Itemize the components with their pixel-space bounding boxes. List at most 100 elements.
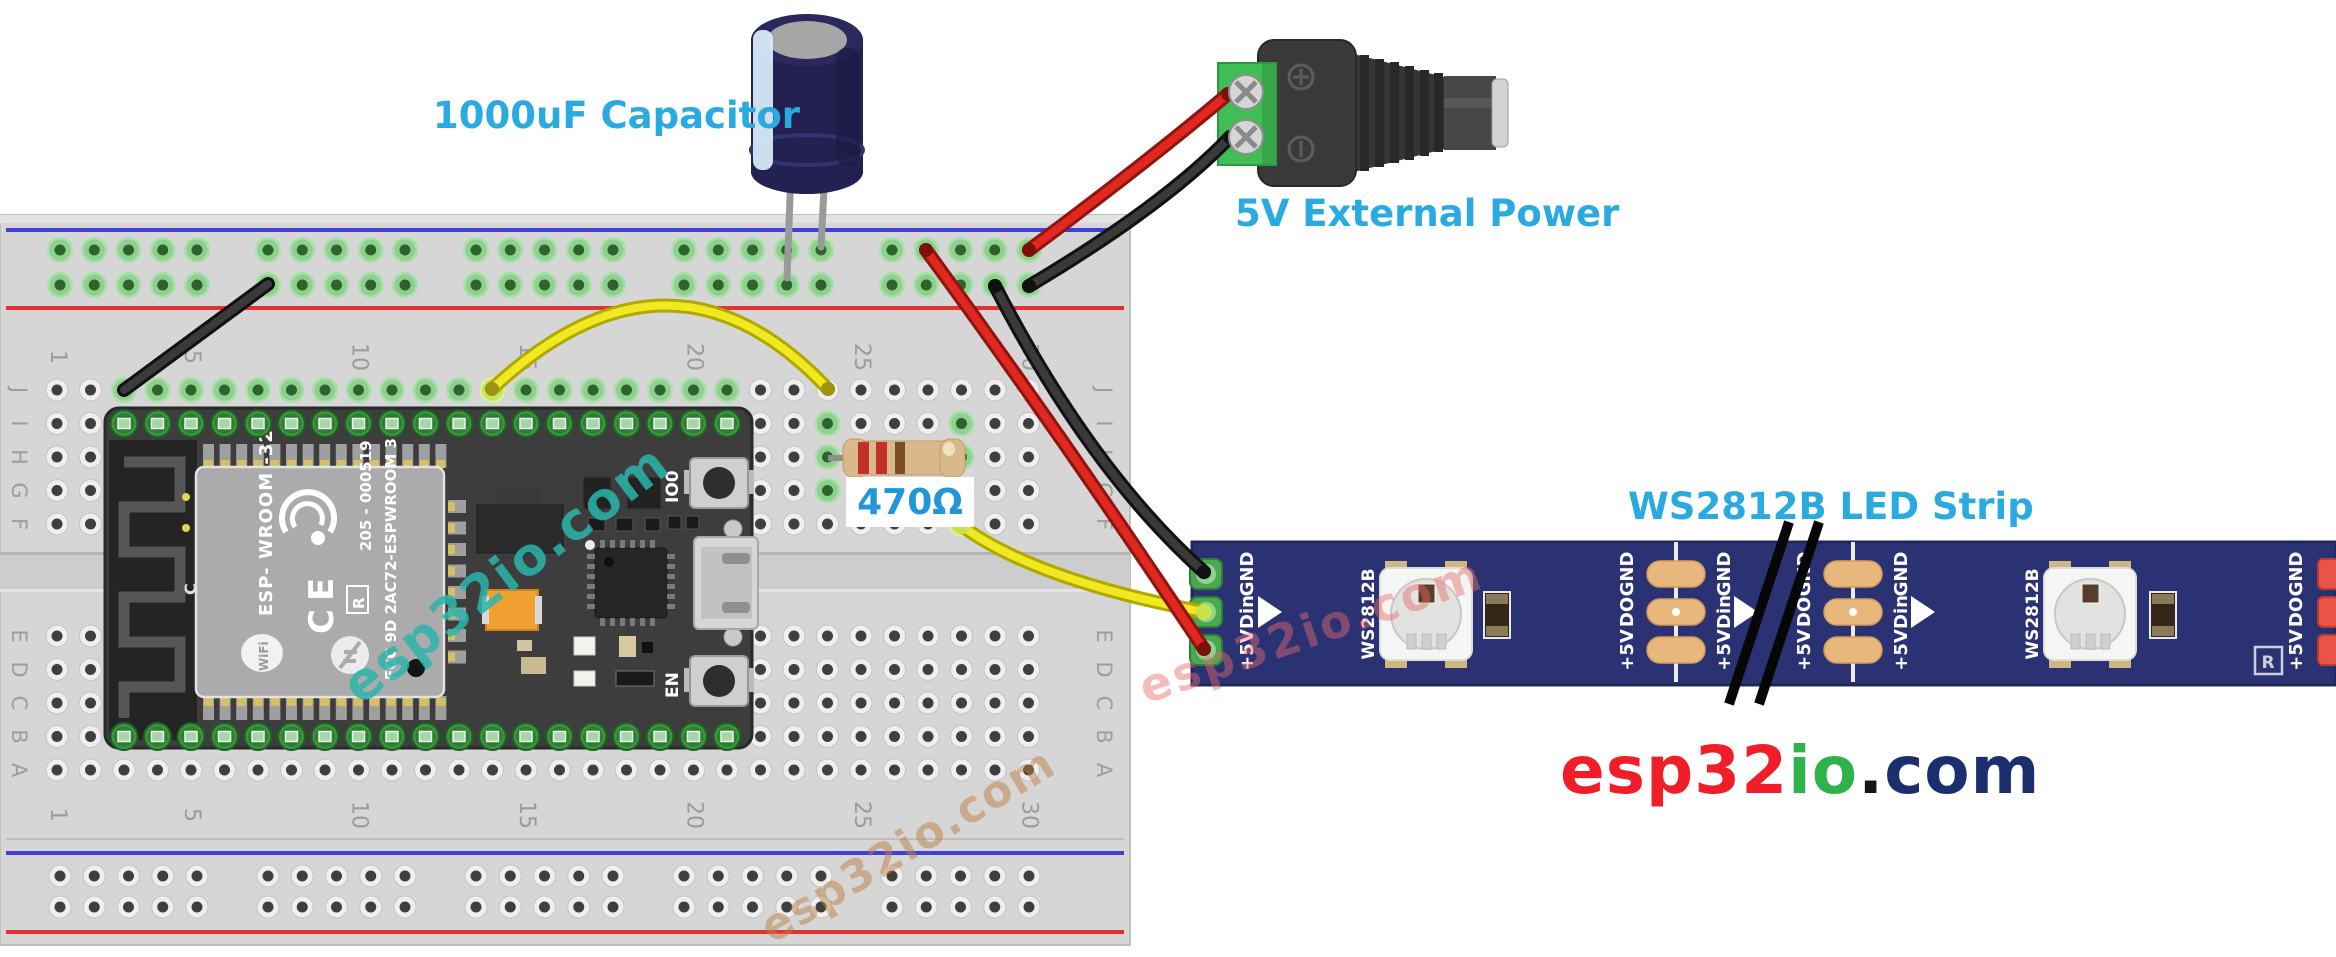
svg-text:J: J bbox=[1092, 385, 1116, 393]
svg-text:WS2812B: WS2812B bbox=[1359, 568, 1379, 659]
terminal-screws bbox=[1228, 74, 1264, 155]
svg-text:GND: GND bbox=[1617, 552, 1638, 597]
svg-text:J: J bbox=[7, 385, 31, 393]
module-solder-pads bbox=[203, 444, 466, 720]
svg-text:GND: GND bbox=[1714, 552, 1735, 597]
svg-text:10: 10 bbox=[347, 343, 372, 371]
wire-jack-red bbox=[1022, 87, 1235, 257]
svg-text:+5V: +5V bbox=[1714, 629, 1735, 671]
wire-data-arc-yellow bbox=[485, 298, 835, 396]
svg-text:+5V: +5V bbox=[2286, 629, 2307, 671]
svg-text:GND: GND bbox=[2286, 552, 2307, 597]
svg-text:A: A bbox=[7, 763, 31, 778]
shield-dot bbox=[407, 659, 425, 677]
resistor-label-box: 470Ω bbox=[846, 477, 974, 527]
svg-text:+5V: +5V bbox=[1617, 629, 1638, 671]
strip-break-marks bbox=[1724, 520, 1824, 706]
logo-io: io bbox=[1788, 732, 1859, 809]
io0-button-label: IO0 bbox=[663, 470, 683, 503]
voltage-regulator bbox=[476, 504, 564, 554]
svg-text:25: 25 bbox=[849, 343, 874, 371]
bottom-rail-blue-line bbox=[6, 851, 1124, 855]
svg-text:1: 1 bbox=[45, 350, 70, 364]
wire-din-yellow bbox=[954, 518, 1212, 620]
electrolytic-capacitor bbox=[749, 14, 865, 282]
esp32-devkit-board: C ESP- WROOM -32 CE 205 - 000519 R FCC 9… bbox=[103, 406, 759, 751]
svg-text:C: C bbox=[1092, 696, 1116, 711]
svg-text:E: E bbox=[7, 629, 31, 642]
transistor bbox=[626, 476, 662, 510]
breadboard-top-bevel bbox=[0, 215, 1130, 223]
resistor-label: 470Ω bbox=[857, 481, 963, 523]
svg-text:30: 30 bbox=[1017, 801, 1042, 829]
top-rail-red-line bbox=[6, 306, 1124, 310]
micro-usb-port bbox=[693, 519, 759, 647]
silkscreen-c-mark: C bbox=[181, 583, 200, 595]
svg-text:E: E bbox=[1092, 629, 1116, 642]
svg-text:I: I bbox=[1092, 420, 1116, 426]
en-button-label: EN bbox=[663, 672, 683, 698]
wire-5v-red bbox=[919, 243, 1211, 656]
jack-barrel bbox=[1444, 76, 1496, 150]
resistor-band bbox=[858, 442, 869, 474]
svg-text:I: I bbox=[7, 420, 31, 426]
transistor bbox=[582, 476, 612, 510]
logo-esp32: esp32 bbox=[1560, 732, 1789, 809]
plus-icon bbox=[1287, 63, 1315, 91]
svg-text:G: G bbox=[7, 482, 31, 498]
jack-tip bbox=[1491, 78, 1509, 148]
cert-number-text: 205 - 000519 bbox=[357, 440, 375, 551]
logo-com: com bbox=[1884, 732, 2041, 809]
recycle-symbol-icon bbox=[331, 636, 369, 674]
svg-text:Din: Din bbox=[1891, 595, 1912, 629]
svg-text:B: B bbox=[1092, 729, 1116, 743]
svg-text:+5V: +5V bbox=[1794, 629, 1815, 671]
led-strip-label: WS2812B LED Strip bbox=[1628, 485, 2034, 528]
svg-text:+5V: +5V bbox=[1891, 629, 1912, 671]
svg-text:F: F bbox=[7, 518, 31, 530]
r-mark: R bbox=[350, 597, 368, 609]
svg-text:H: H bbox=[7, 449, 31, 465]
en-button bbox=[684, 655, 754, 707]
svg-text:GND: GND bbox=[1237, 552, 1258, 597]
passive-components bbox=[517, 636, 655, 687]
svg-text:DO: DO bbox=[2286, 597, 2307, 627]
espressif-logo-icon bbox=[279, 489, 337, 545]
svg-text:+5V: +5V bbox=[1237, 629, 1258, 671]
dc-barrel-jack bbox=[1217, 39, 1509, 187]
wifi-logo-icon bbox=[241, 634, 283, 672]
top-rail-blue-line bbox=[6, 228, 1124, 232]
smd-parts bbox=[587, 515, 700, 532]
svg-text:D: D bbox=[1092, 661, 1116, 677]
fcc-text: FCC 9D 2AC72-ESPWROOM 32 bbox=[382, 428, 400, 680]
esp32-header-pins bbox=[109, 409, 742, 751]
strip-r-mark: R bbox=[2261, 653, 2274, 673]
svg-text:WS2812B: WS2812B bbox=[2023, 568, 2043, 659]
wires bbox=[117, 87, 1237, 656]
minus-icon bbox=[1287, 135, 1315, 163]
svg-text:10: 10 bbox=[347, 801, 372, 829]
svg-text:B: B bbox=[7, 729, 31, 743]
pcb-antenna-icon bbox=[118, 456, 186, 718]
svg-text:Din: Din bbox=[1237, 595, 1258, 629]
wire-gnd-black bbox=[988, 279, 1211, 579]
module-name-text: ESP- WROOM -32 bbox=[256, 429, 277, 616]
ce-mark: CE bbox=[302, 570, 342, 634]
resistor-band bbox=[895, 442, 905, 474]
svg-text:A: A bbox=[1092, 763, 1116, 778]
screw-icon bbox=[1228, 119, 1264, 155]
svg-text:1: 1 bbox=[45, 808, 70, 822]
capacitor-label: 1000uF Capacitor bbox=[433, 94, 801, 137]
svg-text:GND: GND bbox=[1891, 552, 1912, 597]
svg-text:DO: DO bbox=[1794, 597, 1815, 627]
wire-gnd-jumper bbox=[117, 277, 275, 397]
esp32io-logo: esp32io.com bbox=[1560, 732, 2040, 809]
resistor-band bbox=[876, 442, 887, 474]
logo-dot: . bbox=[1858, 732, 1885, 809]
svg-text:WiFi: WiFi bbox=[257, 641, 271, 671]
svg-text:20: 20 bbox=[682, 801, 707, 829]
usb-uart-chip bbox=[587, 540, 675, 626]
svg-text:C: C bbox=[7, 696, 31, 711]
